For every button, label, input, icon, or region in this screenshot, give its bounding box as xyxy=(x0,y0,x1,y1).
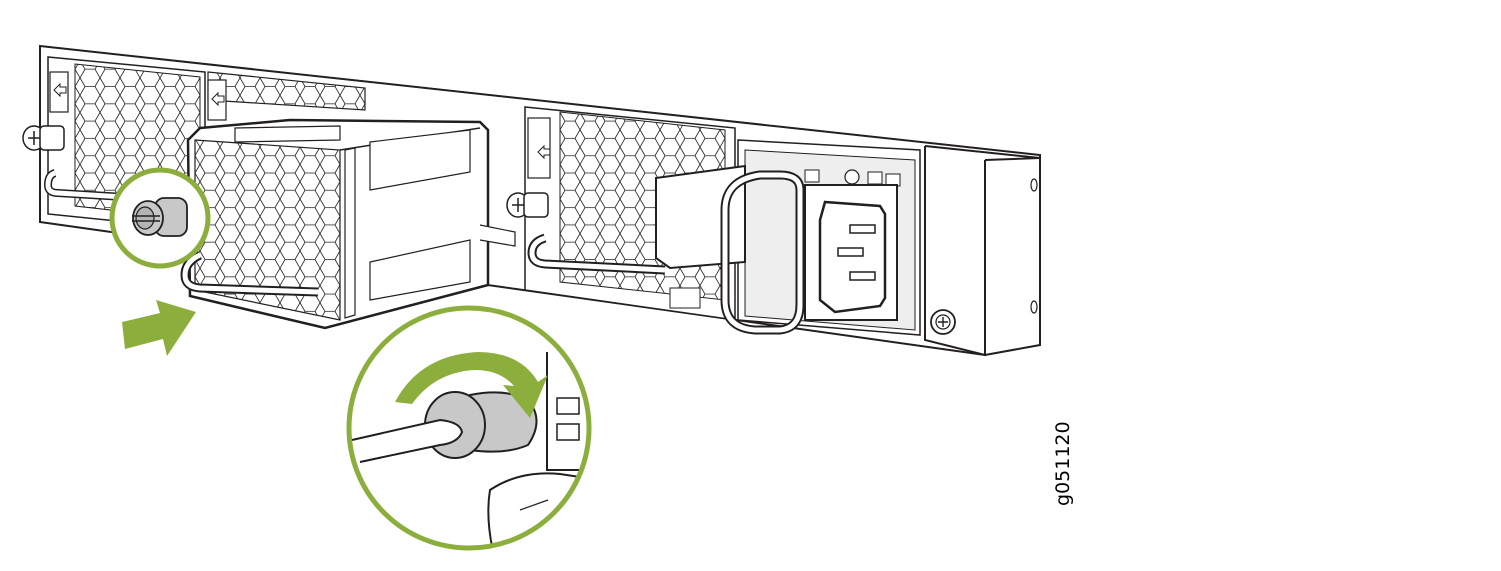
detail-magnifier xyxy=(346,305,592,551)
captive-screw-icon xyxy=(22,125,65,151)
fan-module xyxy=(180,118,516,330)
screwdriver-icon xyxy=(351,418,464,463)
rotate-clockwise-arrow-icon xyxy=(395,352,548,418)
arrow-left-icon xyxy=(53,82,67,98)
insert-arrow-icon xyxy=(122,300,196,356)
captive-screw-highlight xyxy=(109,167,211,269)
arrow-left-icon xyxy=(537,144,551,160)
fan-bay-middle xyxy=(207,71,366,121)
captive-screw-icon xyxy=(506,192,549,218)
power-inlet-icon xyxy=(818,200,887,314)
figure-id-label: g051120 xyxy=(1052,421,1074,506)
ground-lug-icon xyxy=(930,309,956,335)
captive-screw-icon xyxy=(469,391,538,453)
power-supply xyxy=(655,139,921,336)
